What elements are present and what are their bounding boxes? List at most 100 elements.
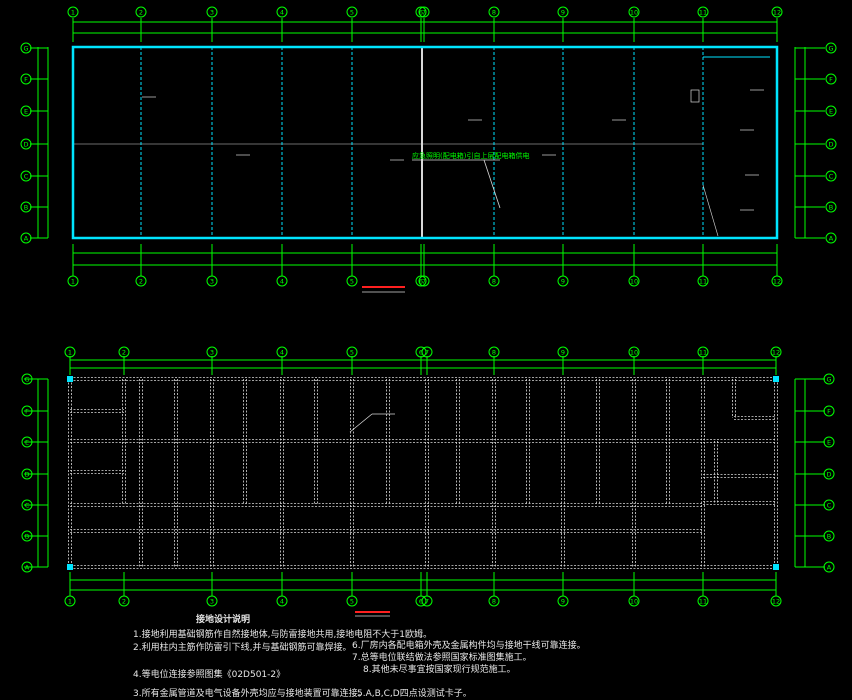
axis-bubble-left: C [21, 499, 33, 511]
axis-bubble-circle [64, 346, 76, 358]
axis-bubble-label: 9 [561, 278, 565, 286]
axis-bubble-left: F [21, 405, 33, 417]
note-item-8: 8.其他未尽事宜按国家现行规范施工。 [363, 665, 516, 675]
axis-bubble-bottom: 6 [415, 275, 427, 287]
axis-bubble-bottom: 5 [346, 595, 358, 607]
axis-bubble-bottom: 4 [276, 275, 288, 287]
axis-bubble-circle [206, 275, 218, 287]
axis-bubble-label: C [25, 502, 30, 510]
axis-bubble-top: 5 [346, 346, 358, 358]
axis-bubble-label: B [25, 533, 29, 541]
axis-bubble-label: 8 [492, 349, 496, 357]
note-item-5: 5.A,B,C,D四点设测试卡子。 [357, 689, 472, 699]
axis-bubble-circle [276, 595, 288, 607]
axis-bubble-label: F [24, 76, 28, 84]
axis-bubble-label: F [829, 76, 833, 84]
axis-bubble-label: 12 [772, 349, 780, 357]
axis-bubble-label: 3 [210, 598, 214, 606]
annotation-leader [483, 159, 501, 209]
axis-bubble-bottom: 10 [628, 275, 640, 287]
axis-bubble-circle [823, 373, 835, 385]
axis-bubble-bottom: 7 [421, 595, 433, 607]
axis-bubble-circle [206, 6, 218, 18]
axis-bubble-left: G [20, 42, 32, 54]
axis-bubble-top: 7 [418, 6, 430, 18]
axis-bubble-label: 3 [210, 349, 214, 357]
axis-bubble-circle [415, 275, 427, 287]
outer-wall [71, 45, 779, 240]
axis-bubble-label: B [827, 533, 831, 541]
axis-bubble-circle [825, 201, 837, 213]
note-item-1: 1.接地利用基础钢筋作自然接地体,与防雷接地共用,接地电阻不大于1欧姆。 [133, 630, 433, 640]
axis-bubble-bottom: 2 [135, 275, 147, 287]
axis-bubble-label: 1 [68, 349, 72, 357]
notes-title: 接地设计说明 [196, 615, 251, 625]
axis-bubble-circle [823, 405, 835, 417]
axis-bubble-label: 1 [71, 278, 75, 286]
axis-bubble-top: 6 [415, 346, 427, 358]
axis-bubble-left: G [21, 373, 33, 385]
axis-bubble-circle [20, 170, 32, 182]
axis-bubble-right: E [825, 105, 837, 117]
axis-bubble-label: C [827, 502, 832, 510]
axis-bubble-label: 7 [425, 598, 429, 606]
axis-bubble-label: 4 [280, 598, 284, 606]
axis-bubble-circle [823, 561, 835, 573]
axis-bubble-circle [276, 275, 288, 287]
axis-bubble-label: G [24, 376, 29, 384]
axis-bubble-circle [21, 405, 33, 417]
axis-bubble-label: 6 [419, 9, 423, 17]
axis-bubble-label: D [826, 471, 831, 479]
axis-bubble-label: D [24, 471, 29, 479]
axis-bubble-bottom: 1 [67, 275, 79, 287]
axis-bubble-label: 4 [280, 349, 284, 357]
axis-bubble-bottom: 7 [418, 275, 430, 287]
axis-bubble-right: D [825, 138, 837, 150]
axis-bubble-label: 11 [699, 598, 707, 606]
axis-bubble-label: 12 [773, 278, 781, 286]
axis-bubble-left: A [20, 232, 32, 244]
axis-bubble-label: E [827, 439, 831, 447]
axis-bubble-circle [697, 275, 709, 287]
axis-bubble-label: 5 [350, 278, 354, 286]
axis-bubble-label: 9 [561, 349, 565, 357]
axis-bubble-circle [628, 595, 640, 607]
axis-bubble-circle [557, 595, 569, 607]
axis-bubble-label: 2 [139, 278, 143, 286]
axis-bubble-bottom: 10 [628, 595, 640, 607]
axis-bubble-circle [628, 346, 640, 358]
axis-bubble-circle [20, 138, 32, 150]
axis-bubble-circle [421, 595, 433, 607]
axis-bubble-right: B [825, 201, 837, 213]
axis-bubble-circle [21, 530, 33, 542]
axis-bubble-label: 7 [422, 278, 426, 286]
axis-bubble-label: 5 [350, 349, 354, 357]
axis-bubble-circle [557, 275, 569, 287]
axis-bubble-label: F [827, 408, 831, 416]
axis-bubble-label: G [826, 376, 831, 384]
axis-bubble-circle [21, 436, 33, 448]
axis-bubble-top: 7 [421, 346, 433, 358]
callout-leader [349, 413, 373, 433]
axis-bubble-circle [557, 346, 569, 358]
axis-bubble-top: 2 [118, 346, 130, 358]
axis-bubble-circle [67, 275, 79, 287]
axis-bubble-label: A [827, 564, 832, 572]
axis-bubble-label: 10 [630, 278, 638, 286]
axis-bubble-left: E [20, 105, 32, 117]
axis-bubble-right: G [823, 373, 835, 385]
axis-bubble-label: 3 [210, 9, 214, 17]
axis-bubble-top: 9 [557, 346, 569, 358]
axis-bubble-circle [20, 42, 32, 54]
axis-bubble-top: 11 [697, 6, 709, 18]
axis-bubble-circle [770, 595, 782, 607]
axis-bubble-circle [21, 373, 33, 385]
axis-bubble-label: 7 [425, 349, 429, 357]
axis-bubble-label: B [829, 204, 833, 212]
axis-bubble-circle [118, 595, 130, 607]
axis-bubble-label: 6 [419, 349, 423, 357]
axis-bubble-top: 12 [770, 346, 782, 358]
plan-annotation: 应急照明(配电箱)引自上层配电箱供电 [412, 151, 529, 160]
axis-bubble-circle [488, 6, 500, 18]
